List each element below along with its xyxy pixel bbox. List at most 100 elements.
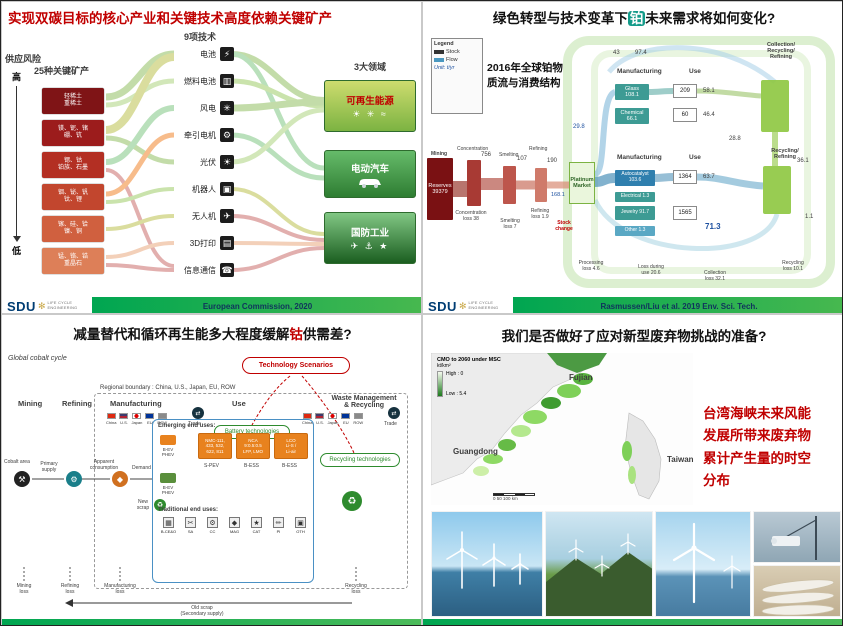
bess-label: B-ESS: [244, 463, 260, 469]
chemical-stock-box: 60: [673, 108, 697, 122]
pigment-icon: ✏: [273, 517, 284, 528]
map-scale: 0 50 100 km: [493, 493, 535, 501]
concentration-box: [467, 160, 481, 206]
flow-value: 29.8: [573, 124, 585, 130]
mineral-box: 锶、钴 铂族、石墨: [42, 152, 104, 178]
trad-item: ★CAT: [246, 517, 267, 534]
photo-offshore-windfarm: [431, 511, 543, 617]
stage-smelting: Smelting: [499, 152, 519, 158]
flow-value-jewelry-out: 71.3: [705, 222, 721, 231]
reserves-box: Reserves 39379: [427, 158, 453, 220]
row-flag-icon: [353, 413, 363, 419]
flag-china: China: [302, 413, 312, 425]
eu-flag-icon: [341, 413, 351, 419]
recycling-icon: ♻: [342, 491, 362, 511]
jewelry-box: Jewelry 91.7: [615, 206, 655, 220]
battery-icon: ⚡: [220, 47, 234, 61]
title-pre: 绿色转型与技术变革下: [492, 11, 628, 26]
tech-item: 3D打印▤: [142, 235, 234, 251]
sector-header: 3大领域: [354, 62, 387, 72]
legend-high: High : 0: [446, 371, 464, 377]
ev-truck-icon: [160, 435, 176, 445]
emerging-uses-label: Emerging end uses:: [158, 423, 216, 429]
sector-defense: 国防工业 ✈ ⚓ ★: [324, 212, 416, 264]
robot-icon: ▣: [220, 182, 234, 196]
axis-line: [16, 86, 17, 236]
china-flag-icon: [106, 413, 116, 419]
3d-printer-icon: ▤: [220, 236, 234, 250]
consumption-icon: ◆: [112, 471, 128, 487]
collection-header: Collection/ Recycling/ Refining: [766, 42, 796, 60]
trade-icon: ⇄: [388, 407, 400, 419]
technology-scenarios-oval: Technology Scenarios: [242, 357, 350, 374]
flow-value: 46.4: [703, 112, 715, 118]
old-scrap-label: Old scrap (Secondary supply): [180, 605, 224, 617]
citation-banner: European Commission, 2020: [92, 297, 421, 313]
fuel-cell-icon: ▥: [220, 74, 234, 88]
ev-truck-icon: [160, 473, 176, 483]
column-mining: Mining: [18, 399, 43, 408]
recycling-loss: Recycling loss 10.1: [782, 260, 804, 272]
slide-wind-waste: 我们是否做好了应对新型废弃物挑战的准备? CMO to 2060 under M…: [422, 314, 842, 625]
flow-value: 168.1: [551, 192, 565, 198]
photo-turbine-installation: [753, 511, 841, 563]
stage-concentration: Concentration: [457, 146, 489, 152]
tech-item: 风电✳: [142, 100, 234, 116]
tech-item: 电池⚡: [142, 46, 234, 62]
flag-japan: Japan: [327, 413, 338, 425]
eu-flag-icon: [145, 413, 155, 419]
diagram-subtitle: 2016年全球铂物 质流与消费结构: [487, 62, 563, 89]
tech-label: 风电: [200, 103, 216, 113]
flag-eu: EU: [341, 413, 351, 425]
title-post: 供需差?: [302, 327, 352, 342]
flag-eu: EU: [145, 413, 155, 425]
loss-during-use: Loss during use 20.6: [638, 264, 664, 276]
flow-value: 1.1: [805, 214, 814, 220]
japan-flag-icon: [328, 413, 338, 419]
tech-label: 机器人: [192, 184, 216, 194]
trad-item: ▦B-CE&O: [158, 517, 179, 534]
legend-unit: Unit: t/yr: [434, 65, 455, 71]
legend-title: Legend: [434, 41, 454, 47]
drone-icon: ✈: [220, 209, 234, 223]
spev-label: S-PEV: [204, 463, 220, 469]
autocatalyst-stock-box: 1364: [673, 170, 697, 184]
japan-flag-icon: [132, 413, 142, 419]
legend-gradient-bar: [437, 371, 443, 397]
sdu-logo: SDU ✻ LIFE CYCLE ENGINEERING: [2, 297, 92, 314]
slide-cobalt-cycle: 减量替代和循环再生能多大程度缓解钴供需差? Global cobalt cycl…: [1, 314, 422, 625]
demand-label: Demand: [132, 465, 151, 471]
sdu-wordmark: SDU: [7, 298, 36, 314]
footer-strip: [423, 619, 842, 625]
legend-unit: kt/km²: [437, 363, 451, 369]
manufacturing-loss-label: Manufacturing loss: [104, 583, 136, 595]
new-scrap-label: New scrap: [136, 499, 150, 511]
legend-box: Legend Stock Flow Unit: t/yr: [431, 38, 483, 114]
us-flag-icon: [315, 413, 325, 419]
trad-item: ⚙CC: [202, 517, 223, 534]
photo-mountain-windfarm: [545, 511, 653, 617]
superalloy-icon: ✂: [185, 517, 196, 528]
minerals-header: 25种关键矿产: [34, 66, 90, 76]
catalyst-icon: ★: [251, 517, 262, 528]
scale-text: 0 50 100 km: [493, 496, 518, 501]
glass-box: Glass 108.1: [615, 84, 649, 100]
sdu-star-icon: ✻: [37, 300, 46, 311]
slide-title: 实现双碳目标的核心产业和关键技术高度依赖关键矿产: [8, 11, 332, 26]
axis-low-label: 低: [12, 246, 22, 256]
flag-japan: Japan: [131, 413, 142, 425]
pt-flow-ribbons: [453, 45, 780, 252]
us-flag-icon: [119, 413, 129, 419]
mountain-turbines-graphic: [546, 533, 652, 616]
jewelry-stock-box: 1565: [673, 206, 697, 220]
mineral-box: 镓、硅、铪 镍、铜: [42, 216, 104, 242]
tech-item: 无人机✈: [142, 208, 234, 224]
traction-motor-icon: ⚙: [220, 128, 234, 142]
bottom-use-header: Use: [689, 154, 701, 161]
photo-blade-pile: [753, 565, 841, 617]
regional-boundary-box: [94, 393, 408, 589]
renewables-icons: ☀ ✳ ≈: [352, 108, 388, 119]
flag-row: ROW: [157, 413, 167, 425]
other-icon: ▣: [295, 517, 306, 528]
